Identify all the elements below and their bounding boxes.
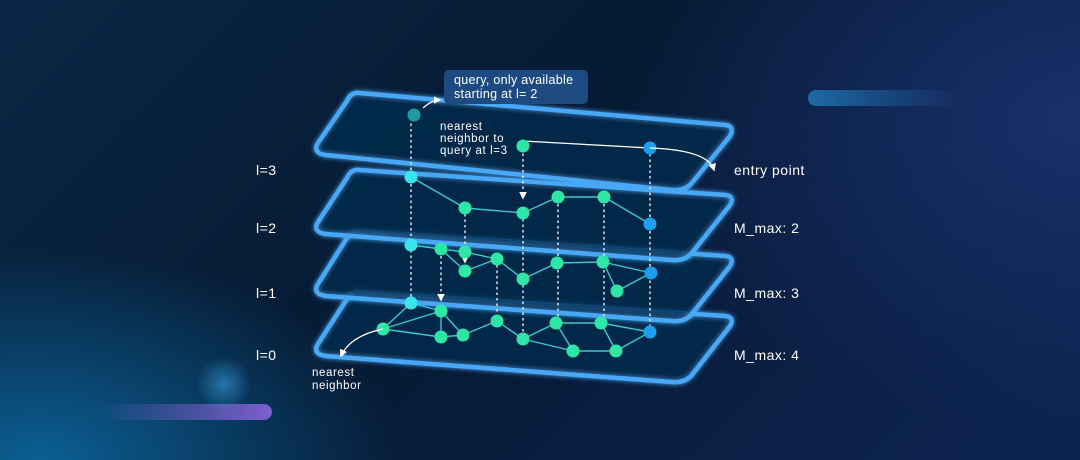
decorative-bar-top (808, 90, 958, 106)
entry-point-label: entry point (734, 162, 805, 178)
node (516, 206, 530, 220)
node (643, 217, 657, 231)
query-callout-line2: starting at l= 2 (454, 87, 538, 101)
node (456, 328, 470, 342)
layer-label-1: l=1 (256, 285, 277, 301)
node (609, 344, 623, 358)
node (490, 314, 504, 328)
nearest-neighbor-query-note: nearest neighbor to query at l=3 (440, 121, 508, 157)
node (610, 284, 624, 298)
node (596, 255, 610, 269)
node (490, 252, 504, 266)
node (458, 264, 472, 278)
node (597, 190, 611, 204)
node (404, 170, 418, 184)
annotation-arrows (340, 96, 716, 358)
node (404, 296, 418, 310)
nearest-neighbor-node (516, 139, 530, 153)
node (434, 242, 448, 256)
node (458, 245, 472, 259)
mmax-label-1: M_max: 3 (734, 285, 800, 301)
node (516, 332, 530, 346)
node (643, 325, 657, 339)
node (549, 316, 563, 330)
nodes-layer-3 (407, 108, 657, 155)
node (434, 304, 448, 318)
layer-label-0: l=0 (256, 347, 277, 363)
query-callout-line1: query, only available (454, 73, 574, 87)
edges-layer-3 (522, 140, 651, 149)
note-line: neighbor (312, 380, 362, 392)
node (434, 330, 448, 344)
note-line: nearest (312, 367, 355, 379)
nodes-layer-2 (404, 170, 657, 231)
node (644, 266, 658, 280)
mmax-label-0: M_max: 4 (734, 347, 800, 363)
node (458, 201, 472, 215)
node (551, 190, 565, 204)
node (404, 238, 418, 252)
node (550, 256, 564, 270)
node (566, 344, 580, 358)
layer-label-2: l=2 (256, 220, 277, 236)
note-line: neighbor to (440, 133, 505, 145)
query-node (407, 108, 421, 122)
layer-label-3: l=3 (256, 162, 277, 178)
nearest-neighbor-note: nearest neighbor (312, 367, 362, 393)
mmax-label-2: M_max: 2 (734, 220, 800, 236)
query-callout: query, only available starting at l= 2 (444, 70, 588, 104)
nodes-layer-0 (376, 296, 657, 358)
note-line: nearest (440, 121, 483, 133)
note-line: query at l=3 (440, 145, 508, 157)
node (594, 316, 608, 330)
nodes-layer-1 (404, 238, 658, 298)
node (516, 272, 530, 286)
decorative-glow (196, 356, 252, 412)
